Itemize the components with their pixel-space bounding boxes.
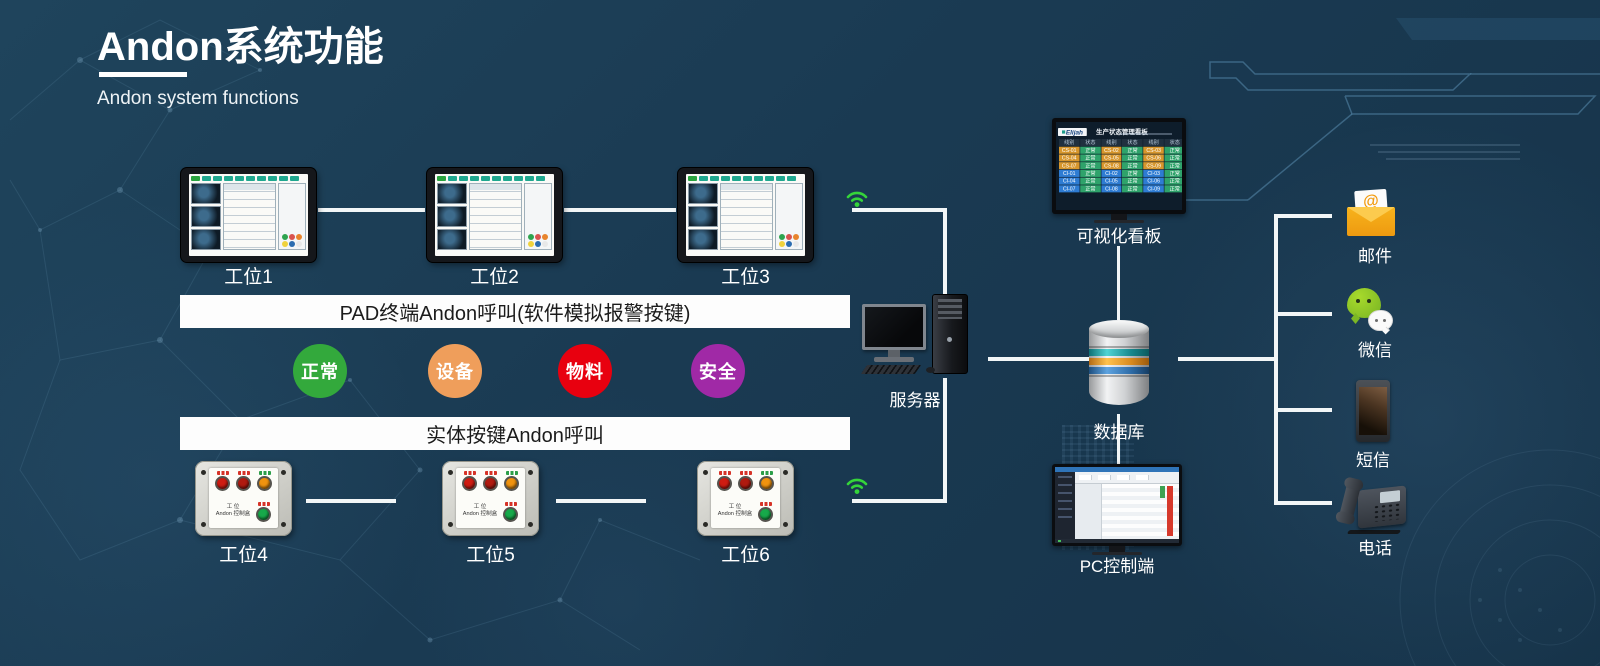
connector-up-to-server <box>943 378 947 503</box>
connector-database-trunk <box>1178 357 1278 361</box>
call-button-normal-label: 正常 <box>301 362 339 382</box>
channel-label-email: 邮件 <box>1358 247 1392 266</box>
connector-board-database <box>1117 246 1120 320</box>
page-title: Andon系统功能 <box>97 25 384 69</box>
wechat-icon <box>1347 288 1395 334</box>
banner-physical-andon: 实体按键Andon呼叫 <box>180 417 850 450</box>
board-logo-mark <box>1061 129 1066 134</box>
box-station-label-4: 工位4 <box>219 545 268 566</box>
call-button-safety-label: 安全 <box>699 362 737 382</box>
pad-station-label-1: 工位1 <box>224 267 273 288</box>
connector-pad2-pad3 <box>564 208 676 212</box>
connector-box5-box6 <box>556 499 646 503</box>
banner-physical-andon-text: 实体按键Andon呼叫 <box>426 425 604 447</box>
wifi-icon-bottom <box>846 478 868 494</box>
connector-server-database <box>988 357 1090 361</box>
database-label: 数据库 <box>1093 423 1145 442</box>
database-icon <box>1089 320 1149 412</box>
pad-screen <box>686 174 805 256</box>
server-icon <box>860 294 968 380</box>
pc-client-label: PC控制端 <box>1079 557 1155 576</box>
channel-label-sms: 短信 <box>1356 451 1390 470</box>
title-underline <box>99 72 187 77</box>
wifi-icon-top <box>846 191 868 207</box>
box-station-label-5: 工位5 <box>466 545 515 566</box>
banner-pad-andon-text: PAD终端Andon呼叫(软件模拟报警按键) <box>339 303 691 325</box>
call-button-material-label: 物料 <box>566 362 604 382</box>
banner-pad-andon: PAD终端Andon呼叫(软件模拟报警按键) <box>180 295 850 328</box>
telephone-icon <box>1338 478 1406 534</box>
board-title: 生产状态管理看板 <box>1096 128 1148 136</box>
connector-branch-phone <box>1278 501 1332 505</box>
email-icon: @ <box>1345 188 1397 238</box>
visual-board-label: 可视化看板 <box>1076 227 1162 246</box>
pad-terminal-2 <box>427 168 562 262</box>
connector-pad1-pad2 <box>318 208 425 212</box>
call-button-safety: 安全 <box>691 344 745 398</box>
board-logo: Elijah <box>1058 127 1087 136</box>
pad-terminal-1 <box>181 168 316 262</box>
channel-label-phone: 电话 <box>1358 539 1392 558</box>
pad-screen <box>435 174 554 256</box>
connector-branch-sms <box>1278 408 1332 412</box>
connector-branch-wechat <box>1278 312 1332 316</box>
connector-pad3-server <box>852 208 947 212</box>
page-subtitle: Andon system functions <box>97 88 299 109</box>
pad-station-label-3: 工位3 <box>721 267 770 288</box>
call-button-equipment: 设备 <box>428 344 482 398</box>
call-button-material: 物料 <box>558 344 612 398</box>
call-button-normal: 正常 <box>293 344 347 398</box>
sms-phone-icon <box>1356 380 1390 442</box>
server-label: 服务器 <box>889 391 941 410</box>
pad-station-label-2: 工位2 <box>470 267 519 288</box>
connector-branch-email <box>1278 214 1332 218</box>
pad-terminal-3 <box>678 168 813 262</box>
connector-box6-server <box>852 499 947 503</box>
connector-down-to-server <box>943 208 947 303</box>
board-subtitle-bar <box>1120 133 1172 135</box>
box-station-label-6: 工位6 <box>721 545 770 566</box>
connector-box4-box5 <box>306 499 396 503</box>
pc-client <box>1052 464 1182 555</box>
pad-screen <box>189 174 308 256</box>
connector-database-pc <box>1117 414 1120 466</box>
channel-label-wechat: 微信 <box>1358 341 1392 360</box>
connector-trunk-vertical <box>1274 214 1278 505</box>
call-button-equipment-label: 设备 <box>436 362 474 382</box>
